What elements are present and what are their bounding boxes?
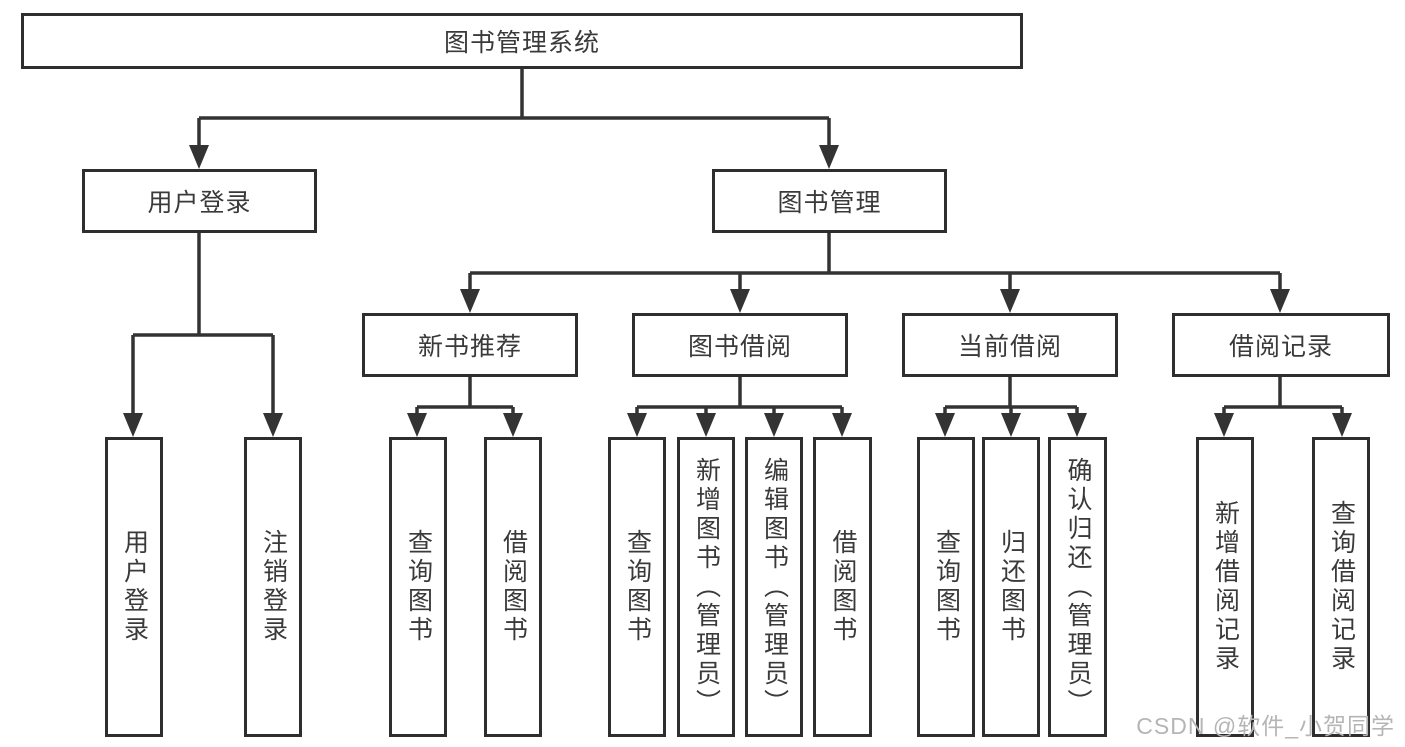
leaf-add-book-admin: 新增图书（管理员） <box>677 437 735 737</box>
node-new-book-recommendation: 新书推荐 <box>362 313 578 377</box>
leaf-query-books-recommend: 查询图书 <box>389 437 447 737</box>
leaf-query-books-borrowing: 查询图书 <box>608 437 666 737</box>
node-borrowing-records: 借阅记录 <box>1172 313 1390 377</box>
arrowheads <box>123 145 1352 437</box>
leaf-borrow-books-borrowing: 借阅图书 <box>813 437 872 737</box>
leaf-logout: 注销登录 <box>244 437 302 737</box>
leaf-add-borrow-record: 新增借阅记录 <box>1196 437 1254 737</box>
leaf-return-books: 归还图书 <box>982 437 1040 737</box>
leaf-confirm-return-admin: 确认归还（管理员） <box>1048 437 1107 737</box>
node-user-login: 用户登录 <box>82 169 317 233</box>
leaf-query-borrow-record: 查询借阅记录 <box>1312 437 1370 737</box>
node-book-management: 图书管理 <box>712 169 947 233</box>
leaf-user-login: 用户登录 <box>105 437 163 737</box>
csdn-watermark: CSDN @软件_小贺同学 <box>1136 713 1395 739</box>
leaf-edit-book-admin: 编辑图书（管理员） <box>745 437 803 737</box>
node-book-management-system: 图书管理系统 <box>21 13 1023 69</box>
node-current-borrowing: 当前借阅 <box>902 313 1118 377</box>
node-book-borrowing: 图书借阅 <box>632 313 848 377</box>
leaf-borrow-books-recommend: 借阅图书 <box>484 437 542 737</box>
leaf-query-books-current: 查询图书 <box>917 437 975 737</box>
